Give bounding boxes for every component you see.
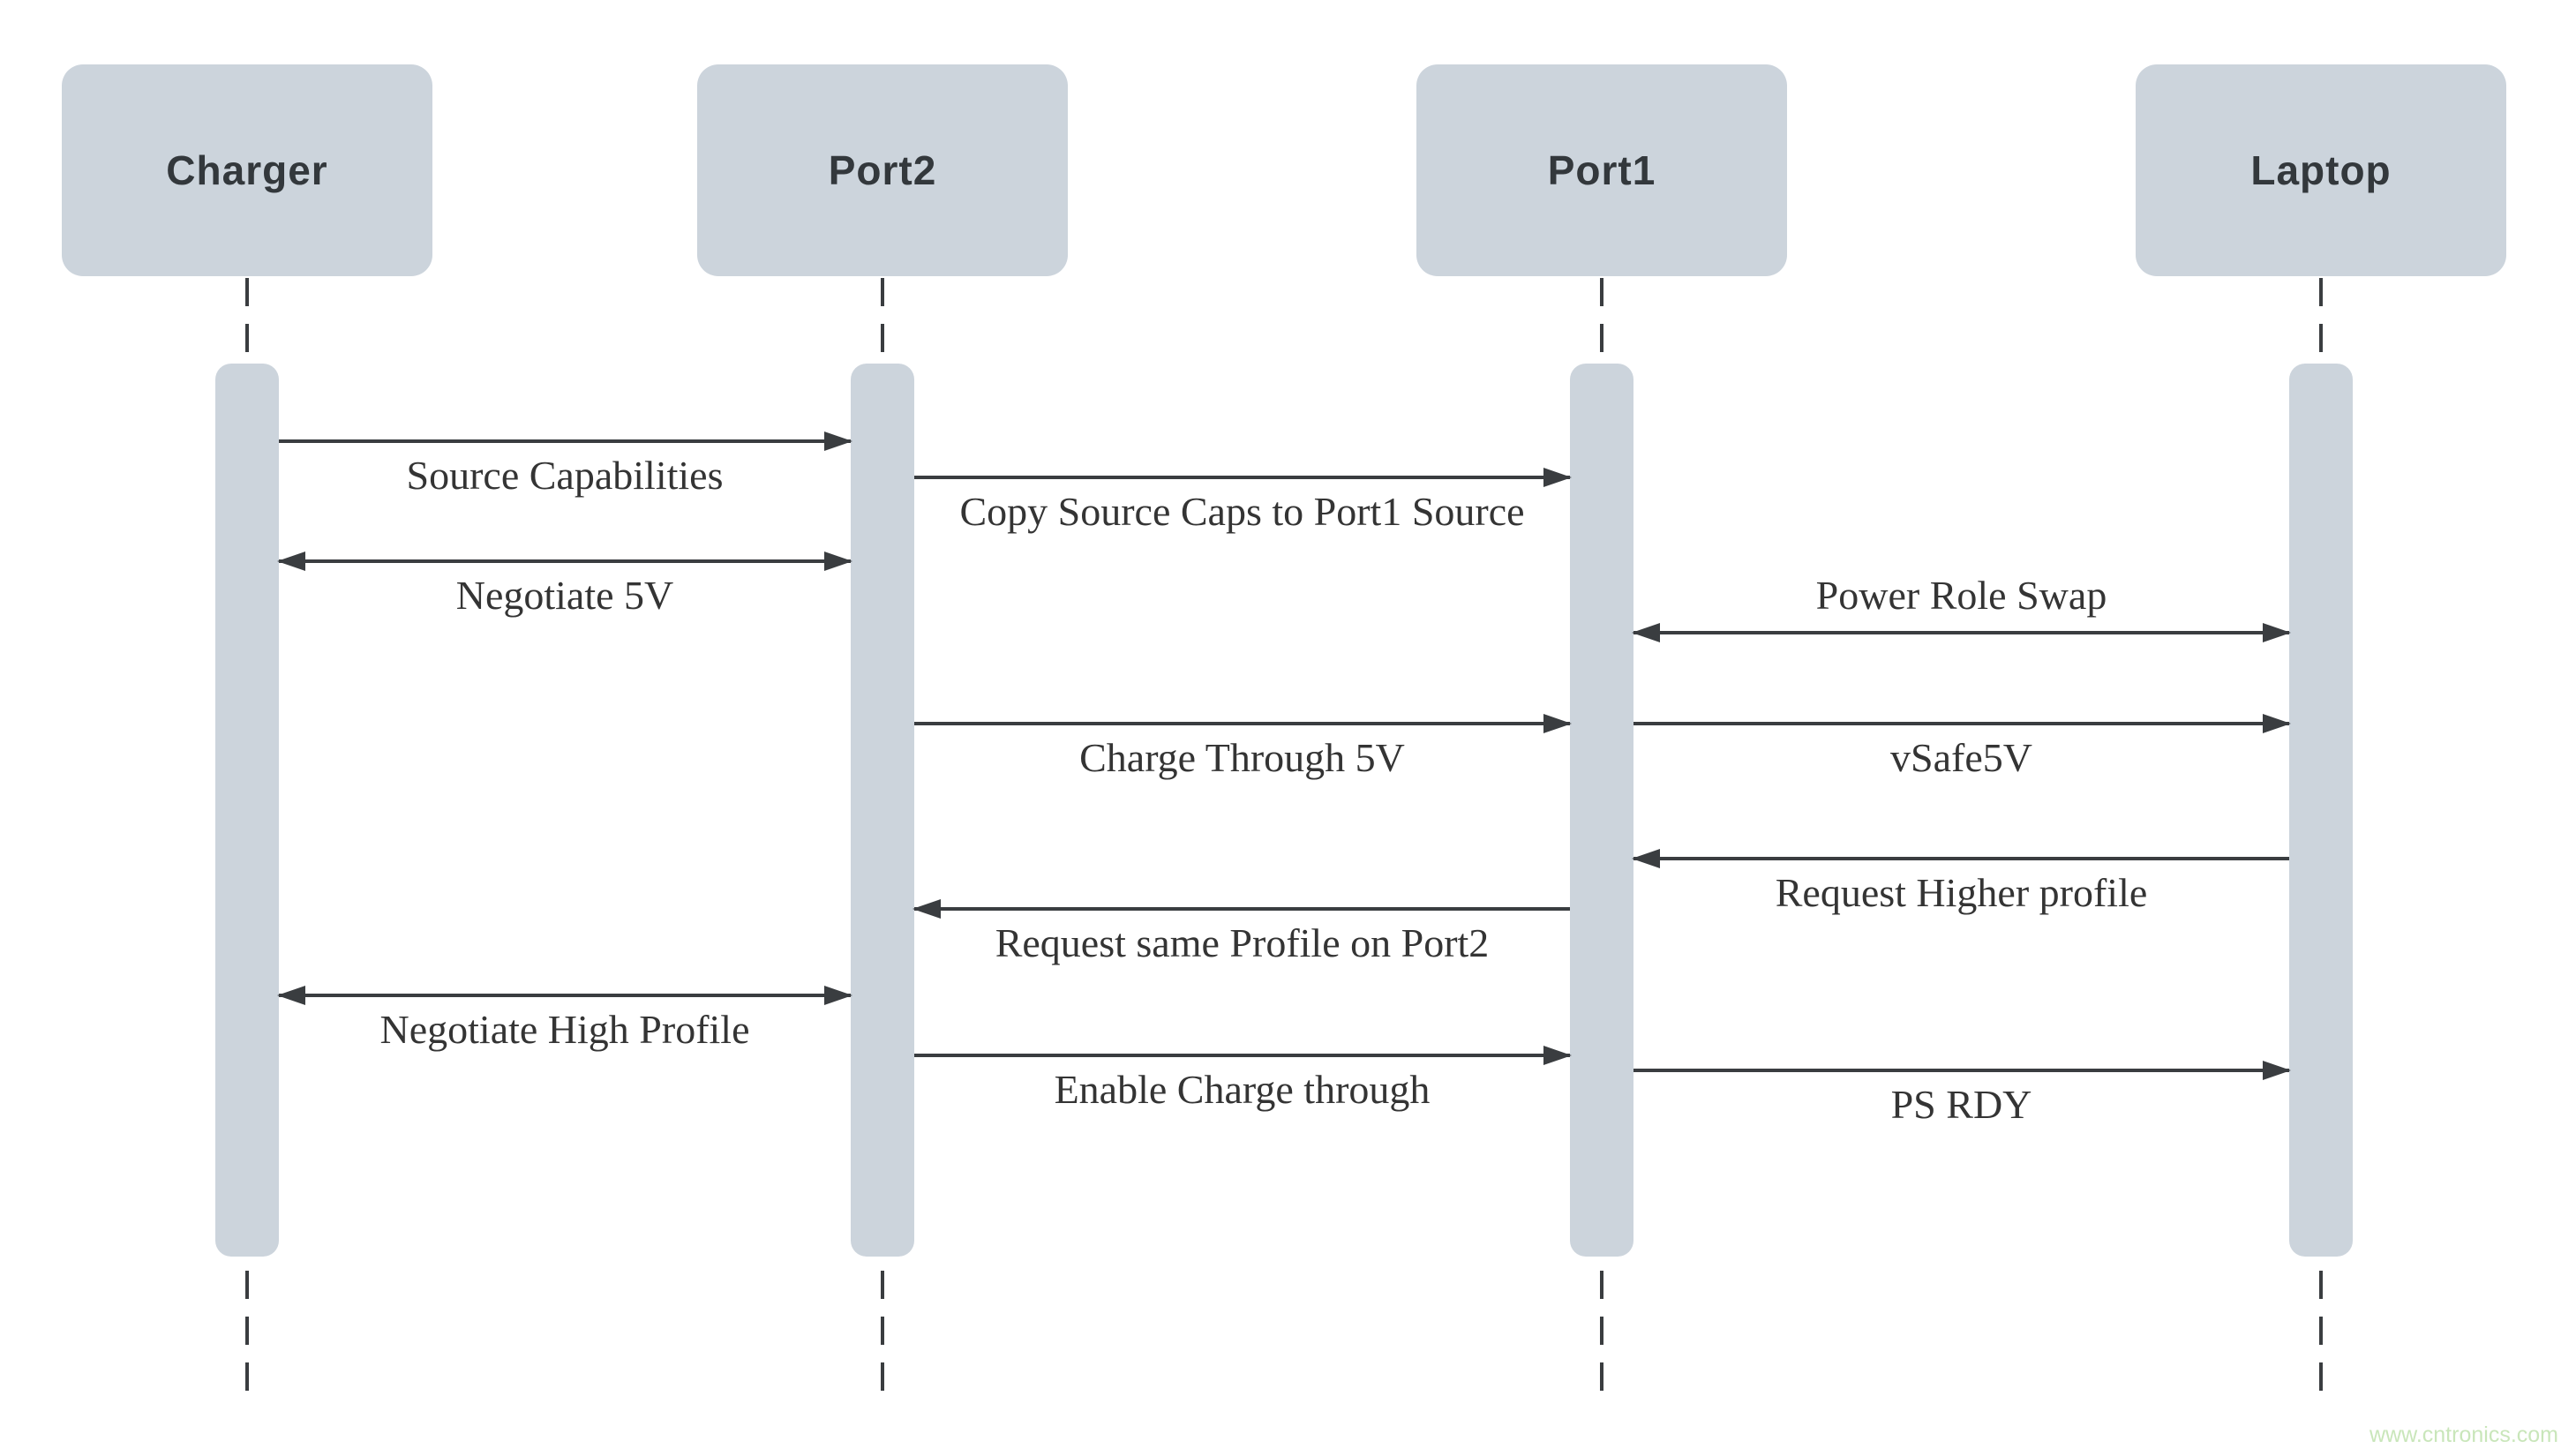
message-label: vSafe5V [1890, 735, 2032, 780]
message-line [914, 722, 1570, 725]
lifeline-dash-top-charger [245, 278, 249, 364]
actor-head-laptop: Laptop [2136, 64, 2506, 276]
message-label: Source Capabilities [406, 453, 724, 498]
lifeline-dash-bottom-port2 [881, 1271, 884, 1399]
message-label: Copy Source Caps to Port1 Source [959, 489, 1525, 534]
lifeline-dash-top-port1 [1600, 278, 1603, 364]
message-label: Negotiate High Profile [379, 1007, 750, 1052]
message-line [279, 559, 851, 563]
message-line [914, 1054, 1570, 1057]
message-label: Negotiate 5V [455, 573, 674, 618]
arrowhead-left-icon [1632, 623, 1660, 642]
actor-head-port2: Port2 [697, 64, 1068, 276]
message-line [914, 907, 1570, 911]
lifeline-dash-top-port2 [881, 278, 884, 364]
arrowhead-left-icon [277, 552, 305, 571]
actor-head-port1: Port1 [1416, 64, 1787, 276]
actor-label-port2: Port2 [828, 147, 937, 193]
watermark-text: www.cntronics.com [2369, 1422, 2558, 1447]
activation-bar-charger [215, 364, 279, 1257]
message-label: PS RDY [1890, 1082, 2032, 1127]
arrowhead-left-icon [1632, 849, 1660, 868]
actor-head-charger: Charger [62, 64, 432, 276]
arrowhead-right-icon [2263, 714, 2291, 733]
message-line [279, 439, 851, 443]
message-line [1633, 1069, 2289, 1072]
lifeline-dash-top-laptop [2319, 278, 2323, 364]
activation-bar-laptop [2289, 364, 2353, 1257]
message-label: Power Role Swap [1815, 573, 2107, 618]
arrowhead-right-icon [824, 432, 852, 451]
activation-bar-port1 [1570, 364, 1633, 1257]
lifeline-dash-bottom-port1 [1600, 1271, 1603, 1399]
message-label: Enable Charge through [1054, 1067, 1431, 1112]
lifeline-dash-bottom-charger [245, 1271, 249, 1399]
lifeline-dash-bottom-laptop [2319, 1271, 2323, 1399]
arrowhead-right-icon [2263, 1061, 2291, 1080]
message-label: Charge Through 5V [1079, 735, 1405, 780]
arrowhead-right-icon [824, 986, 852, 1005]
arrowhead-left-icon [277, 986, 305, 1005]
actor-label-laptop: Laptop [2250, 147, 2392, 193]
arrowhead-left-icon [912, 899, 941, 919]
arrowhead-right-icon [1543, 468, 1572, 487]
arrowhead-right-icon [2263, 623, 2291, 642]
actor-label-charger: Charger [166, 147, 328, 193]
message-line [1633, 631, 2289, 634]
message-label: Request Higher profile [1775, 870, 2148, 915]
message-label: Request same Profile on Port2 [995, 920, 1490, 965]
actor-label-port1: Port1 [1547, 147, 1656, 193]
activation-bar-port2 [851, 364, 914, 1257]
arrowhead-right-icon [1543, 714, 1572, 733]
message-line [1633, 722, 2289, 725]
arrowhead-right-icon [1543, 1046, 1572, 1065]
arrowhead-right-icon [824, 552, 852, 571]
message-line [1633, 857, 2289, 860]
message-line [914, 476, 1570, 479]
message-line [279, 994, 851, 997]
